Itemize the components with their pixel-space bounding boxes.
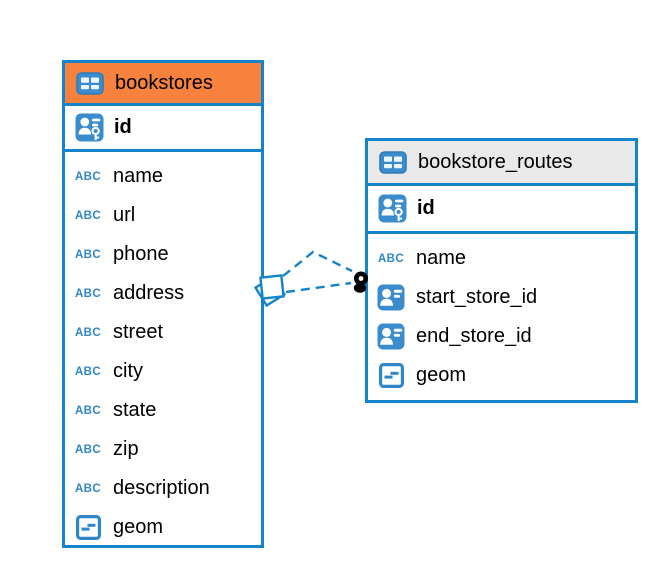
text-type-icon: ABC: [74, 482, 102, 495]
column-name: url: [113, 204, 136, 226]
table-header[interactable]: bookstores: [65, 63, 261, 106]
column-row[interactable]: ABC zip: [65, 430, 261, 469]
text-type-icon: ABC: [74, 326, 102, 339]
column-name: state: [113, 399, 157, 421]
column-name: name: [113, 165, 164, 187]
column-row[interactable]: ABC state: [65, 391, 261, 430]
id-primary-key-icon: [74, 113, 104, 142]
entity-table-bookstore-routes[interactable]: bookstore_routes id ABC name: [365, 138, 638, 403]
column-row[interactable]: ABC name: [368, 239, 635, 278]
table-header[interactable]: bookstore_routes: [368, 141, 635, 186]
column-row[interactable]: ABC city: [65, 352, 261, 391]
column-name: start_store_id: [416, 286, 538, 308]
geometry-type-icon: [73, 515, 103, 540]
person-reference-icon: [376, 284, 406, 311]
column-name: zip: [113, 438, 139, 460]
column-row[interactable]: ABC url: [65, 196, 261, 235]
column-name: phone: [113, 243, 169, 265]
column-row[interactable]: ABC street: [65, 313, 261, 352]
table-icon: [75, 71, 105, 95]
column-name: description: [113, 477, 210, 499]
column-row[interactable]: ABC address: [65, 274, 261, 313]
text-type-icon: ABC: [74, 170, 102, 183]
person-reference-icon: [376, 323, 406, 350]
relationship-line[interactable]: [285, 281, 352, 294]
text-type-icon: ABC: [74, 287, 102, 300]
column-list: ABC name ABC url ABC phone ABC address A…: [65, 152, 261, 547]
text-type-icon: ABC: [74, 248, 102, 261]
column-row[interactable]: ABC name: [65, 157, 261, 196]
column-row[interactable]: geom: [368, 356, 635, 395]
column-name: street: [113, 321, 164, 343]
column-name: address: [113, 282, 185, 304]
relationship-line[interactable]: [282, 250, 353, 277]
primary-key-row[interactable]: id: [368, 186, 635, 234]
column-row[interactable]: ABC phone: [65, 235, 261, 274]
column-name: name: [416, 247, 467, 269]
primary-key-row[interactable]: id: [65, 106, 261, 152]
column-name: geom: [416, 364, 467, 386]
column-list: ABC name start_store_id: [368, 234, 635, 395]
text-type-icon: ABC: [74, 209, 102, 222]
table-title: bookstore_routes: [418, 150, 573, 173]
table-icon: [378, 150, 408, 174]
id-primary-key-icon: [377, 194, 407, 223]
column-row[interactable]: geom: [65, 508, 261, 547]
text-type-icon: ABC: [74, 365, 102, 378]
primary-key-name: id: [417, 197, 435, 219]
geometry-type-icon: [376, 363, 406, 388]
column-row[interactable]: ABC description: [65, 469, 261, 508]
primary-key-name: id: [114, 116, 132, 138]
text-type-icon: ABC: [377, 252, 405, 265]
column-row[interactable]: end_store_id: [368, 317, 635, 356]
text-type-icon: ABC: [74, 443, 102, 456]
column-name: end_store_id: [416, 325, 532, 347]
column-name: city: [113, 360, 143, 382]
table-title: bookstores: [115, 71, 213, 94]
column-name: geom: [113, 516, 164, 538]
column-row[interactable]: start_store_id: [368, 278, 635, 317]
text-type-icon: ABC: [74, 404, 102, 417]
entity-table-bookstores[interactable]: bookstores id ABC name: [62, 60, 264, 548]
